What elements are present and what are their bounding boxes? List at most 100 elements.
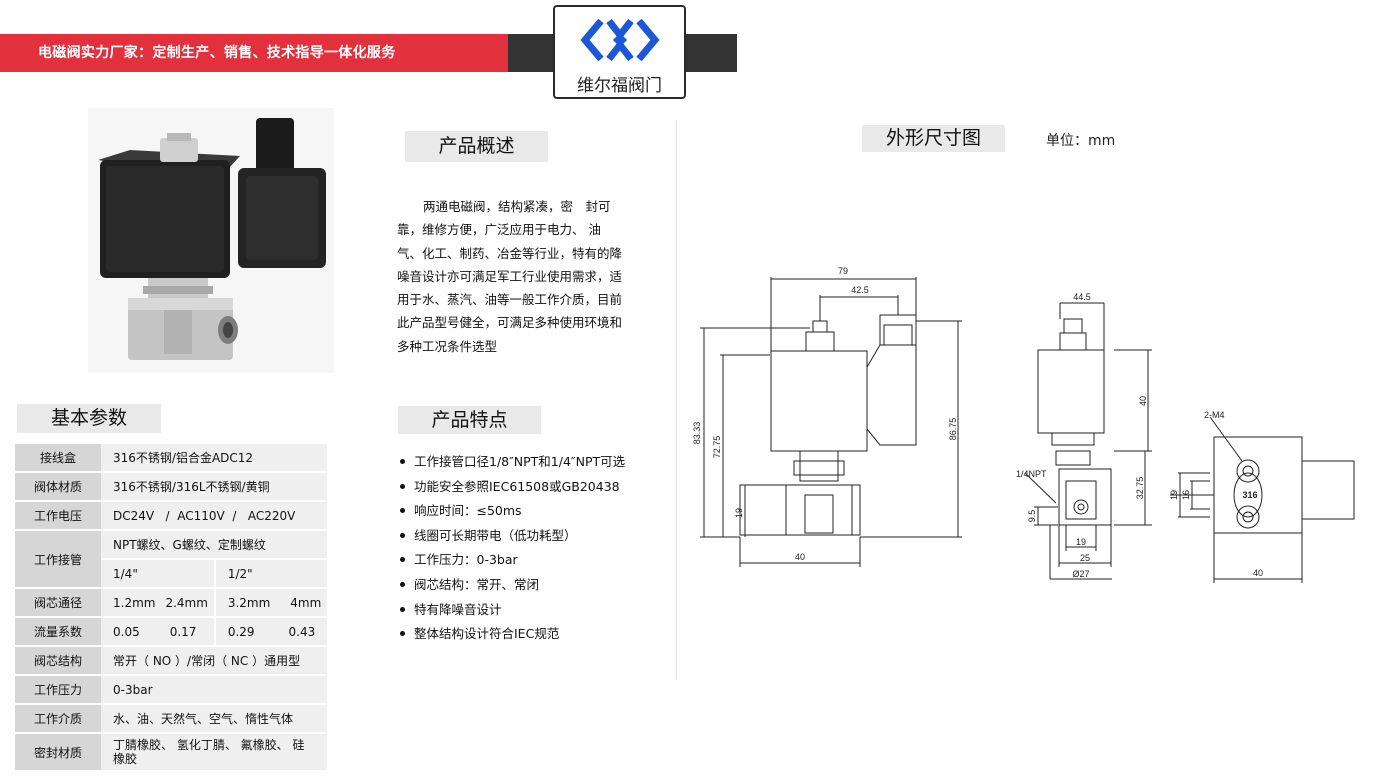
param-label: 工作压力 — [15, 676, 101, 703]
param-sub-value: 1/2" — [215, 560, 327, 587]
dim-side-w1: 19 — [1076, 537, 1086, 547]
param-value: 丁腈橡胶、 氢化丁腈、 氟橡胶、 硅橡胶 — [101, 734, 327, 770]
dim-front-width-mid: 42.5 — [851, 285, 869, 295]
dim-bottom-h1: 19 — [1169, 490, 1179, 500]
param-value: 316不锈钢/316L不锈钢/黄铜 — [101, 473, 327, 500]
table-row: 流量系数 0.05 0.17 0.29 0.43 — [15, 618, 327, 645]
dim-bottom-mark: 316 — [1242, 490, 1257, 500]
front-coil-outline — [770, 350, 868, 452]
param-cell: 4mm — [290, 595, 322, 610]
overview-title: 产品概述 — [405, 131, 548, 162]
feature-text: 阀芯结构：常开、常闭 — [414, 576, 540, 592]
table-row: 接线盒 316不锈钢/铝合金ADC12 — [15, 444, 327, 471]
list-item: 工作压力：0-3bar — [400, 548, 625, 573]
param-sub-value: 3.2mm 4mm — [215, 589, 327, 616]
dim-front-port-height: 19 — [734, 508, 744, 518]
param-cell: 3.2mm — [227, 595, 271, 610]
divider — [676, 120, 677, 680]
unit-label: 单位：mm — [1046, 133, 1116, 149]
feature-text: 线圈可长期带电（低功耗型） — [414, 527, 577, 543]
table-row: 阀芯通径 1.2mm 2.4mm 3.2mm 4mm — [15, 589, 327, 616]
feature-text: 整体结构设计符合IEC规范 — [414, 626, 560, 642]
dim-side-thread: 1/4NPT — [1016, 469, 1047, 479]
param-label: 接线盒 — [15, 444, 101, 471]
bullet-icon — [400, 606, 405, 612]
bullet-icon — [400, 532, 405, 538]
dim-side-diameter: Ø27 — [1072, 569, 1089, 579]
param-value: NPT螺纹、G螺纹、定制螺纹 — [101, 531, 327, 558]
features-list: 工作接管口径1/8″NPT和1/4″NPT可选 功能安全参照IEC61508或G… — [400, 450, 625, 647]
dim-front-width-top: 79 — [838, 266, 848, 276]
table-row: 密封材质 丁腈橡胶、 氢化丁腈、 氟橡胶、 硅橡胶 — [15, 734, 327, 770]
dim-front-height-body: 72.75 — [712, 436, 722, 459]
feature-text: 工作接管口径1/8″NPT和1/4″NPT可选 — [414, 454, 626, 469]
param-sub-value: 0.05 0.17 — [101, 618, 216, 645]
param-cell: 0.05 — [113, 624, 140, 639]
feature-text: 工作压力：0-3bar — [414, 552, 518, 568]
company-logo[interactable]: 维尔福阀门 — [553, 5, 686, 99]
dim-side-width-top: 44.5 — [1073, 292, 1091, 302]
bottom-body-outline — [1213, 436, 1303, 534]
param-value: 316不锈钢/铝合金ADC12 — [101, 444, 327, 471]
feature-text: 特有降噪音设计 — [414, 601, 502, 617]
dim-side-w2: 25 — [1080, 553, 1090, 563]
table-row: 阀芯结构 常开（ NO ）/常闭（ NC ）通用型 — [15, 647, 327, 674]
table-row: 阀体材质 316不锈钢/316L不锈钢/黄铜 — [15, 473, 327, 500]
dim-bottom-h2: 16 — [1181, 490, 1191, 500]
list-item: 工作接管口径1/8″NPT和1/4″NPT可选 — [400, 450, 625, 475]
bullet-icon — [400, 581, 405, 587]
dimension-drawing: 79 42.5 83.33 72.75 86.75 19 40 44.5 40 … — [692, 266, 1355, 583]
dim-bottom-width: 40 — [1253, 568, 1263, 578]
dim-side-lower-height: 32.75 — [1135, 477, 1145, 500]
banner-slogan: 电磁阀实力厂家：定制生产、销售、技术指导一体化服务 — [38, 45, 396, 61]
dim-side-coil-height: 40 — [1138, 396, 1148, 406]
bullet-icon — [400, 508, 405, 514]
list-item: 特有降噪音设计 — [400, 598, 625, 623]
table-row: 工作接管 NPT螺纹、G螺纹、定制螺纹 — [15, 531, 327, 587]
param-label: 阀芯结构 — [15, 647, 101, 674]
table-row: 工作电压 DC24V / AC110V / AC220V — [15, 502, 327, 529]
table-row: 工作介质 水、油、天然气、空气、惰性气体 — [15, 705, 327, 732]
param-value: 常开（ NO ）/常闭（ NC ）通用型 — [101, 647, 327, 674]
params-table: 接线盒 316不锈钢/铝合金ADC12 阀体材质 316不锈钢/316L不锈钢/… — [15, 442, 327, 772]
param-value: DC24V / AC110V / AC220V — [101, 502, 327, 529]
param-label: 工作接管 — [15, 531, 101, 587]
table-row: 1/4" 1/2" — [15, 560, 327, 587]
banner-red-tail — [496, 34, 510, 72]
param-cell: 1.2mm — [113, 595, 156, 610]
list-item: 线圈可长期带电（低功耗型） — [400, 524, 625, 549]
logo-mark-icon — [580, 18, 660, 62]
list-item: 整体结构设计符合IEC规范 — [400, 622, 625, 647]
list-item: 功能安全参照IEC61508或GB20438 — [400, 475, 625, 500]
param-label: 工作电压 — [15, 502, 101, 529]
param-label: 流量系数 — [15, 618, 101, 645]
param-cell: 0.43 — [288, 624, 316, 639]
param-label: 工作介质 — [15, 705, 101, 732]
param-value: 0-3bar — [101, 676, 327, 703]
banner-red-bar — [0, 34, 508, 72]
bullet-icon — [400, 631, 405, 637]
bullet-icon — [400, 557, 405, 563]
param-cell: 0.29 — [227, 624, 255, 639]
param-cell: 2.4mm — [165, 595, 208, 610]
dim-bottom-holes: 2-M4 — [1204, 410, 1225, 420]
param-value: 水、油、天然气、空气、惰性气体 — [101, 705, 327, 732]
dim-front-height-total: 83.33 — [692, 422, 702, 445]
table-row: 工作压力 0-3bar — [15, 676, 327, 703]
param-sub-value: 0.29 0.43 — [215, 618, 327, 645]
param-sub-value: 1.2mm 2.4mm — [101, 589, 216, 616]
param-label: 密封材质 — [15, 734, 101, 770]
dim-side-port-height: 9.5 — [1027, 510, 1037, 523]
logo-text: 维尔福阀门 — [577, 76, 662, 96]
bullet-icon — [400, 459, 405, 464]
dim-front-height-right: 86.75 — [948, 418, 958, 441]
side-coil-outline — [1037, 349, 1105, 434]
overview-text: 两通电磁阀，结构紧凑，密 封可靠，维修方便，广泛应用于电力、 油气、化工、制药、… — [397, 199, 623, 354]
product-photo — [88, 108, 334, 373]
param-sub-value: 1/4" — [101, 560, 216, 587]
param-label: 阀芯通径 — [15, 589, 101, 616]
features-title: 产品特点 — [398, 406, 541, 434]
list-item: 响应时间：≤50ms — [400, 499, 625, 524]
overview-text-block: 两通电磁阀，结构紧凑，密 封可靠，维修方便，广泛应用于电力、 油气、化工、制药、… — [397, 195, 625, 358]
param-cell: 0.17 — [169, 624, 197, 639]
